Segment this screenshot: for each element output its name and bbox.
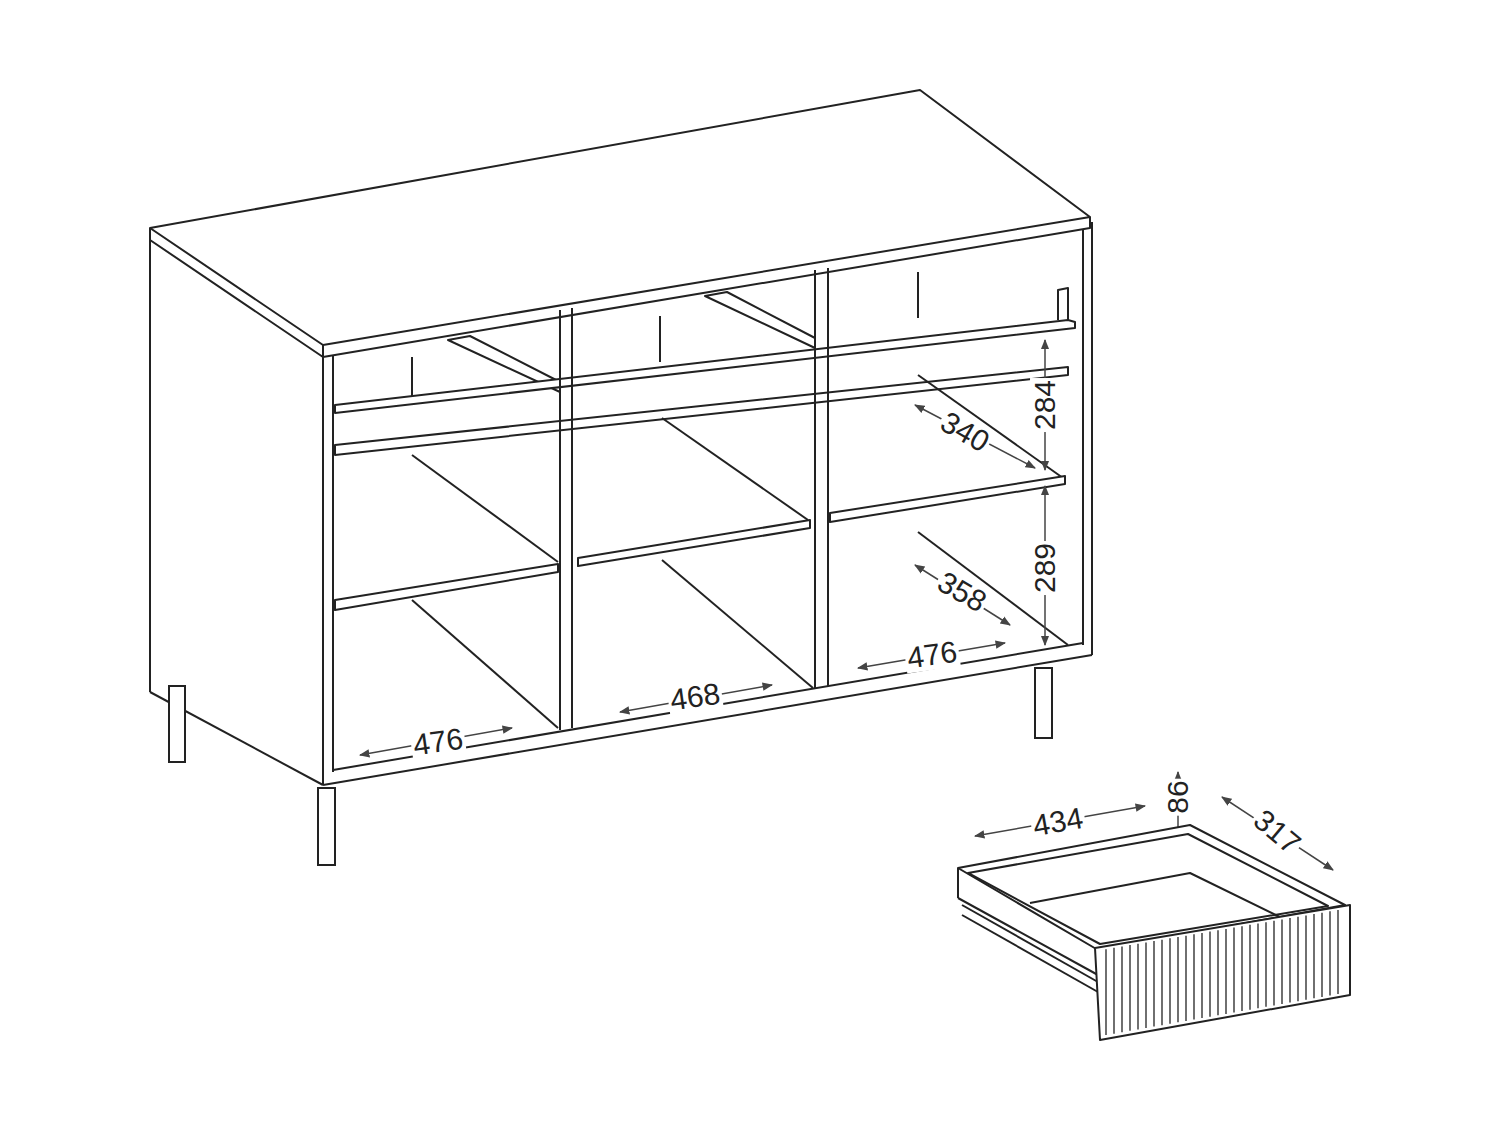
drawer-rib [1113,948,1114,1034]
drawer-rib [1273,921,1274,1006]
drawer-rib [1137,944,1138,1030]
dimension-label: 476 [409,723,467,760]
drawer-rib [1121,946,1122,1032]
drawer-rib [1305,915,1306,999]
drawer-rib [1129,945,1130,1031]
drawer-rib [1193,934,1194,1019]
drawer-rib [1145,942,1146,1028]
drawer-rib [1153,941,1154,1027]
dimension-label: 434 [1029,803,1087,842]
cabinet-body [150,90,1092,785]
dimension-label: 476 [903,636,961,673]
drawer-ribs [1106,910,1338,1035]
drawer-rib [1169,938,1170,1023]
drawer-rib [1313,914,1314,998]
drawer-rib [1337,910,1338,994]
drawer-rib [1289,918,1290,1002]
drawer-rib [1225,929,1226,1014]
dimension-label: 284 [1030,378,1060,432]
drawer [958,825,1350,1040]
drawer-rib [1161,940,1162,1025]
dimension-label: 468 [666,678,724,715]
drawer-rib [1329,911,1330,995]
drawer-rib [1249,925,1250,1010]
drawer-rib [1281,919,1282,1004]
dimension-label: 317 [1247,803,1308,861]
dimension-label: 340 [934,405,996,458]
drawer-rib [1217,930,1218,1015]
drawer-rib [1297,917,1298,1001]
drawer-rib [1105,949,1106,1035]
drawer-rib [1185,936,1186,1021]
drawer-rib [1233,928,1234,1013]
dimension-label: 86 [1163,778,1193,815]
drawer-rib [1265,922,1266,1007]
cabinet-legs [169,668,1052,865]
drawer-rib [1201,933,1202,1018]
dimension-arrows [360,340,1333,880]
drawer-rib [1177,937,1178,1022]
drawer-rib [1209,932,1210,1017]
dimension-label: 358 [931,565,993,618]
drawer-rib [1321,913,1322,997]
dimension-label: 289 [1030,541,1060,595]
drawer-rib [1257,924,1258,1009]
drawer-rib [1241,926,1242,1011]
